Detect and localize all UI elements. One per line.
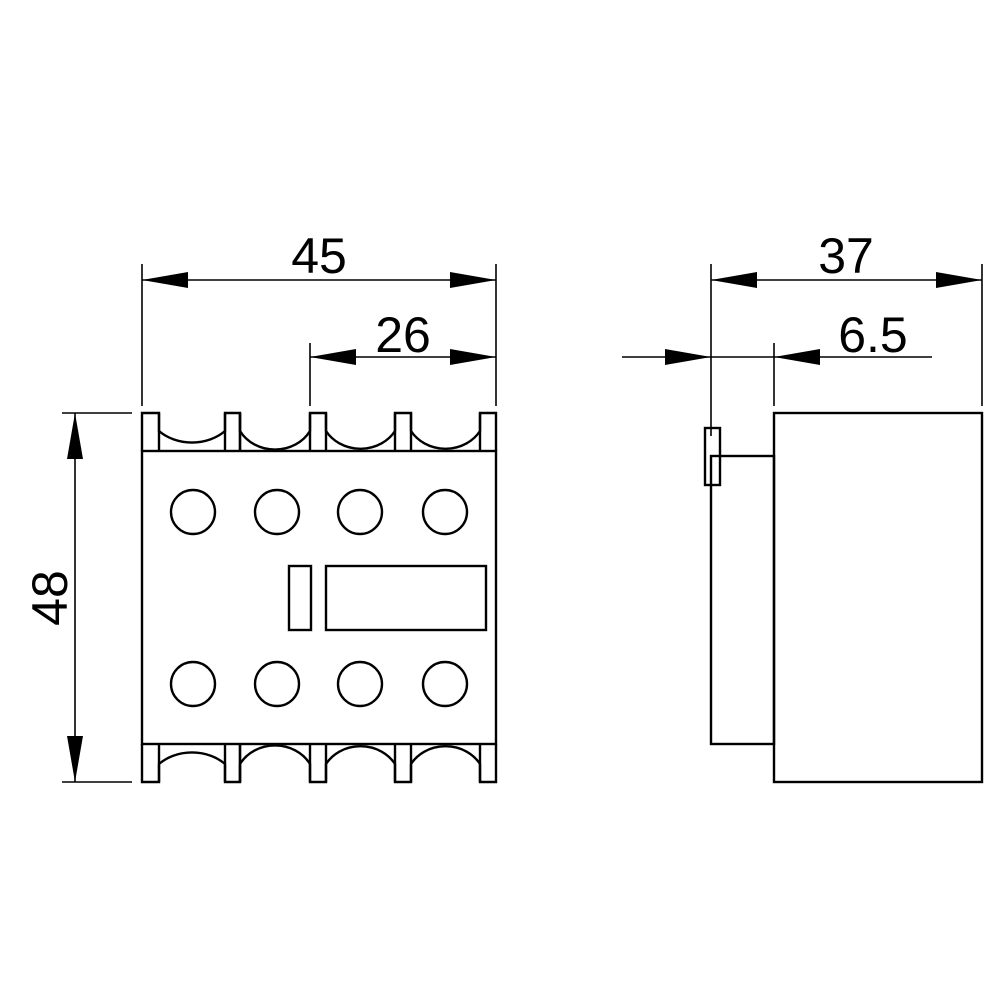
dimension-label-45: 45: [291, 228, 347, 284]
arrowhead: [774, 349, 820, 365]
screw-hole: [421, 488, 469, 536]
arrowhead: [450, 349, 496, 365]
screw-hole: [169, 660, 217, 708]
top-terminal-2: [238, 411, 328, 451]
bottom-screw-holes: [169, 660, 469, 708]
side-mounting-plate: [709, 454, 776, 746]
arrowhead: [665, 349, 711, 365]
top-screw-holes: [169, 488, 469, 536]
screw-hole: [336, 660, 384, 708]
arrowhead: [310, 349, 356, 365]
arrowhead: [711, 272, 757, 288]
screw-hole: [253, 488, 301, 536]
dimension-37: 37: [710, 228, 983, 436]
dimension-6-5: 6.5: [622, 307, 932, 406]
screw-hole: [253, 660, 301, 708]
arrowhead: [936, 272, 982, 288]
bottom-terminal-2: [238, 744, 328, 784]
dimension-label-37: 37: [818, 228, 874, 284]
dimension-26: 26: [309, 307, 496, 406]
dimension-label-48: 48: [22, 570, 78, 626]
screw-hole: [336, 488, 384, 536]
dimension-label-26: 26: [375, 307, 431, 363]
arrowhead: [67, 413, 83, 459]
side-main-body: [772, 411, 984, 784]
front-view: [140, 411, 498, 784]
arrowhead: [450, 272, 496, 288]
narrow-slot: [287, 564, 313, 632]
screw-hole: [421, 660, 469, 708]
arrowhead: [142, 272, 188, 288]
bottom-terminal-row: [140, 744, 498, 784]
label-window: [324, 564, 488, 632]
dimension-45: 45: [141, 228, 497, 406]
dimension-label-6-5: 6.5: [838, 307, 908, 363]
front-body-outline: [140, 449, 498, 746]
screw-hole: [169, 488, 217, 536]
side-latch-tab: [703, 426, 722, 487]
arrowhead: [67, 736, 83, 782]
side-view: [703, 411, 984, 784]
top-terminal-row: [140, 411, 498, 451]
dimension-48: 48: [22, 412, 132, 783]
